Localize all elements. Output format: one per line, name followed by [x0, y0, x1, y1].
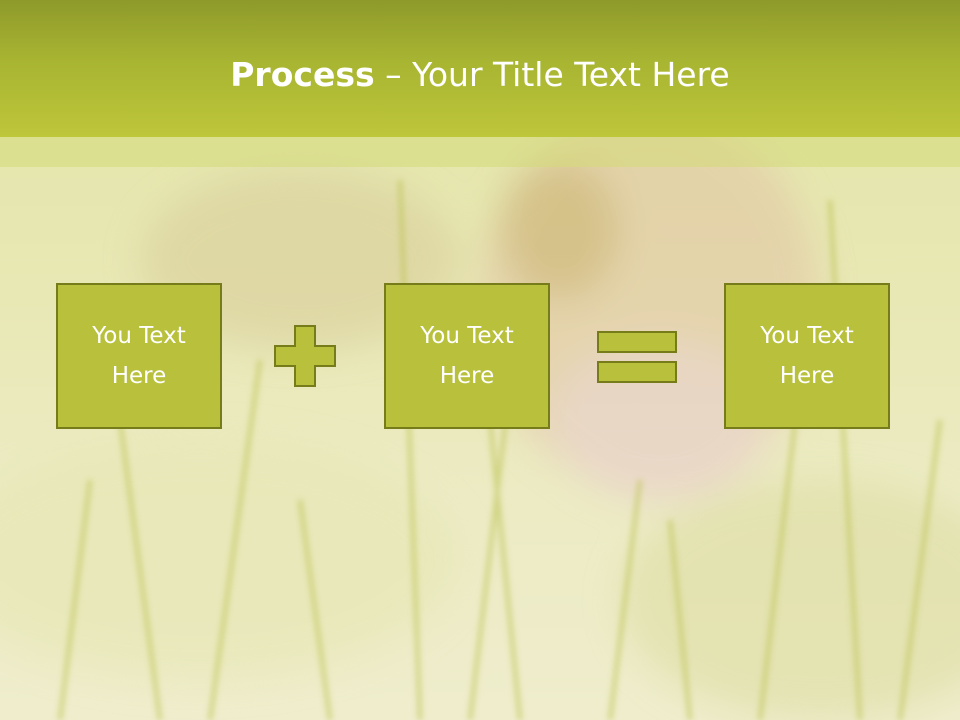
process-box-3[interactable]: You Text Here: [724, 283, 890, 429]
process-box-2-text: You Text Here: [420, 323, 514, 389]
plus-icon: [274, 325, 336, 387]
process-box-2[interactable]: You Text Here: [384, 283, 550, 429]
process-box-1-text: You Text Here: [92, 323, 186, 389]
title-bold: Process: [230, 55, 375, 94]
equals-icon: [597, 331, 677, 383]
slide-title: Process – Your Title Text Here: [0, 52, 960, 98]
title-rest: – Your Title Text Here: [374, 55, 730, 94]
process-box-3-text: You Text Here: [760, 323, 854, 389]
process-box-1[interactable]: You Text Here: [56, 283, 222, 429]
title-strip: [0, 137, 960, 167]
title-bar: [0, 0, 960, 137]
